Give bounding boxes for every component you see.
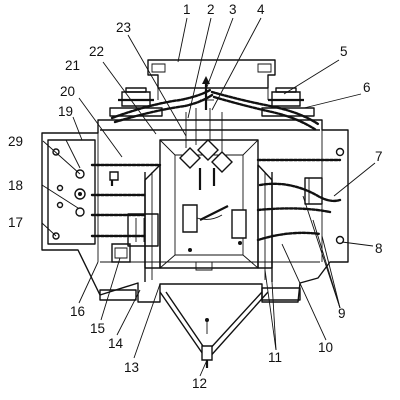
right-panel-bolts xyxy=(304,147,345,245)
leader-lines xyxy=(41,17,376,377)
callout-19: 19 xyxy=(58,104,73,119)
callout-21: 21 xyxy=(65,58,80,73)
right-clamp-block xyxy=(261,87,315,117)
callout-18: 18 xyxy=(8,178,23,193)
callout-12: 12 xyxy=(192,376,207,391)
center-brackets xyxy=(182,204,247,252)
lower-feet xyxy=(99,261,301,301)
center-connectors xyxy=(179,108,233,190)
callout-5: 5 xyxy=(340,44,348,59)
callout-4: 4 xyxy=(257,2,265,17)
right-wire-runs xyxy=(256,158,342,242)
callout-8: 8 xyxy=(375,241,383,256)
callout-11: 11 xyxy=(268,350,282,365)
center-rails xyxy=(144,172,273,282)
callout-6: 6 xyxy=(363,80,371,95)
callout-2: 2 xyxy=(207,2,215,17)
callout-3: 3 xyxy=(229,2,237,17)
callout-14: 14 xyxy=(108,336,124,351)
callout-9: 9 xyxy=(338,306,346,321)
callout-7: 7 xyxy=(375,149,383,164)
callout-15: 15 xyxy=(90,321,105,336)
bottom-hanger xyxy=(159,291,269,368)
left-panel-bolts xyxy=(52,148,86,240)
callout-22: 22 xyxy=(89,44,104,59)
callout-labels: 1 2 3 4 5 6 7 8 9 10 11 12 13 14 15 16 1… xyxy=(8,2,383,391)
callout-23: 23 xyxy=(116,20,131,35)
left-module xyxy=(111,213,159,263)
callout-10: 10 xyxy=(318,340,333,355)
callout-1: 1 xyxy=(183,2,191,17)
callout-17: 17 xyxy=(8,215,23,230)
callout-20: 20 xyxy=(60,84,75,99)
top-harness xyxy=(110,76,320,132)
callout-16: 16 xyxy=(70,304,85,319)
callout-13: 13 xyxy=(124,360,139,375)
callout-29: 29 xyxy=(8,134,23,149)
